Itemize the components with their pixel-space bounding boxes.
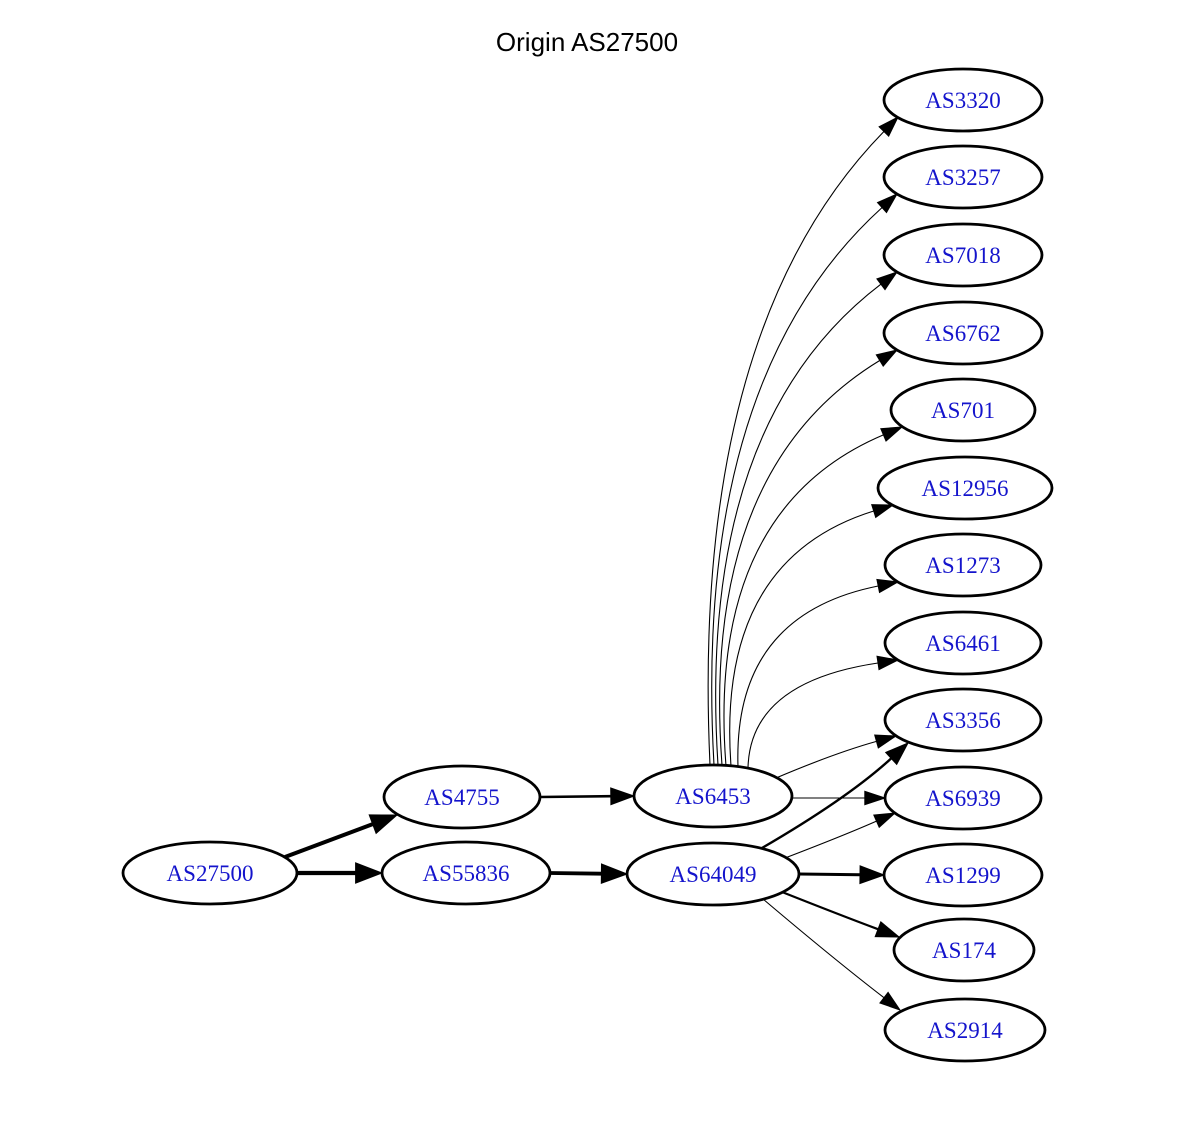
node-label-AS6762: AS6762	[925, 321, 1000, 346]
arrowhead-AS27500-AS4755	[368, 814, 399, 835]
node-label-AS701: AS701	[931, 398, 995, 423]
node-AS3257: AS3257	[882, 144, 1044, 210]
arrowhead-AS64049-AS6939	[873, 812, 897, 829]
node-ellipse-AS3320	[882, 67, 1044, 133]
arrowhead-AS6453-AS3257	[876, 192, 899, 214]
node-label-AS6939: AS6939	[925, 786, 1000, 811]
node-ellipse-AS6939	[883, 765, 1043, 831]
node-ellipse-AS2914	[883, 997, 1047, 1063]
node-AS6461: AS6461	[883, 610, 1043, 676]
arrowhead-AS6453-AS7018	[876, 271, 899, 291]
node-AS6453: AS6453	[632, 763, 794, 829]
edge-AS6453-AS1273	[737, 585, 879, 768]
edge-AS6453-AS6762	[719, 360, 880, 766]
arrowhead-AS64049-AS1299	[859, 865, 886, 885]
node-AS701: AS701	[889, 377, 1037, 443]
arrowhead-AS4755-AS6453	[610, 787, 636, 806]
edge-AS64049-AS6939	[784, 820, 877, 859]
node-ellipse-AS6461	[883, 610, 1043, 676]
edge-AS6453-AS701	[723, 434, 884, 767]
arrowhead-AS6453-AS12956	[871, 504, 895, 519]
edge-AS64049-AS174	[781, 890, 879, 931]
node-label-AS7018: AS7018	[925, 243, 1000, 268]
node-label-AS1273: AS1273	[925, 553, 1000, 578]
node-AS174: AS174	[892, 917, 1036, 983]
node-ellipse-AS12956	[876, 455, 1054, 521]
node-label-AS2914: AS2914	[927, 1018, 1003, 1043]
node-label-AS12956: AS12956	[922, 476, 1009, 501]
arrowhead-AS6453-AS3320	[878, 115, 900, 137]
node-label-AS55836: AS55836	[423, 861, 510, 886]
node-AS3320: AS3320	[882, 67, 1044, 133]
node-AS6939: AS6939	[883, 765, 1043, 831]
node-AS2914: AS2914	[883, 997, 1047, 1063]
node-ellipse-AS64049	[625, 841, 801, 907]
node-ellipse-AS6453	[632, 763, 794, 829]
node-ellipse-AS3257	[882, 144, 1044, 210]
arrowhead-AS64049-AS174	[874, 920, 901, 938]
edge-AS64049-AS2914	[762, 898, 885, 999]
arrowhead-AS6453-AS6461	[876, 655, 900, 671]
node-AS55836: AS55836	[380, 840, 552, 906]
arrowhead-AS6453-AS701	[880, 426, 904, 442]
node-ellipse-AS7018	[882, 222, 1044, 288]
node-AS64049: AS64049	[625, 841, 801, 907]
edge-AS55836-AS64049	[549, 871, 602, 876]
arrowhead-AS64049-AS2914	[879, 991, 902, 1011]
edge-AS6453-AS3257	[711, 207, 883, 766]
node-AS4755: AS4755	[382, 764, 542, 830]
node-label-AS1299: AS1299	[925, 863, 1000, 888]
node-AS1273: AS1273	[883, 532, 1043, 598]
node-label-AS3356: AS3356	[925, 708, 1000, 733]
node-ellipse-AS1273	[883, 532, 1043, 598]
node-label-AS3320: AS3320	[925, 88, 1000, 113]
edge-AS6453-AS3356	[775, 740, 877, 779]
node-label-AS64049: AS64049	[670, 862, 757, 887]
node-ellipse-AS27500	[121, 840, 299, 906]
node-AS7018: AS7018	[882, 222, 1044, 288]
node-label-AS4755: AS4755	[424, 785, 499, 810]
edge-AS64049-AS1299	[798, 872, 861, 877]
node-label-AS3257: AS3257	[925, 165, 1000, 190]
node-AS1299: AS1299	[882, 842, 1044, 908]
edge-AS64049-AS3356	[761, 757, 893, 850]
node-label-AS174: AS174	[932, 938, 996, 963]
node-ellipse-AS174	[892, 917, 1036, 983]
edge-AS6453-AS12956	[729, 510, 874, 767]
edge-AS6453-AS6461	[747, 662, 879, 769]
arrowhead-AS27500-AS55836	[355, 862, 384, 884]
node-AS3356: AS3356	[883, 687, 1043, 753]
node-ellipse-AS3356	[883, 687, 1043, 753]
node-label-AS6453: AS6453	[675, 784, 750, 809]
arrowhead-AS6453-AS6762	[875, 349, 899, 368]
node-AS6762: AS6762	[882, 300, 1044, 366]
edge-AS6453-AS3320	[707, 131, 885, 766]
edge-AS4755-AS6453	[539, 794, 611, 799]
edge-AS6453-AS7018	[715, 283, 882, 766]
arrowhead-AS6453-AS6939	[864, 790, 887, 806]
arrowhead-AS6453-AS3356	[874, 734, 898, 749]
arrowhead-AS6453-AS1273	[876, 578, 900, 594]
node-label-AS27500: AS27500	[167, 861, 254, 886]
edge-AS27500-AS4755	[284, 822, 374, 859]
arrowhead-AS55836-AS64049	[600, 863, 629, 885]
node-ellipse-AS701	[889, 377, 1037, 443]
node-ellipse-AS1299	[882, 842, 1044, 908]
node-ellipse-AS6762	[882, 300, 1044, 366]
node-AS12956: AS12956	[876, 455, 1054, 521]
node-ellipse-AS55836	[380, 840, 552, 906]
node-AS27500: AS27500	[121, 840, 299, 906]
arrowhead-AS64049-AS3356	[884, 741, 910, 766]
node-label-AS6461: AS6461	[925, 631, 1000, 656]
graph-title: Origin AS27500	[495, 27, 679, 57]
node-ellipse-AS4755	[382, 764, 542, 830]
